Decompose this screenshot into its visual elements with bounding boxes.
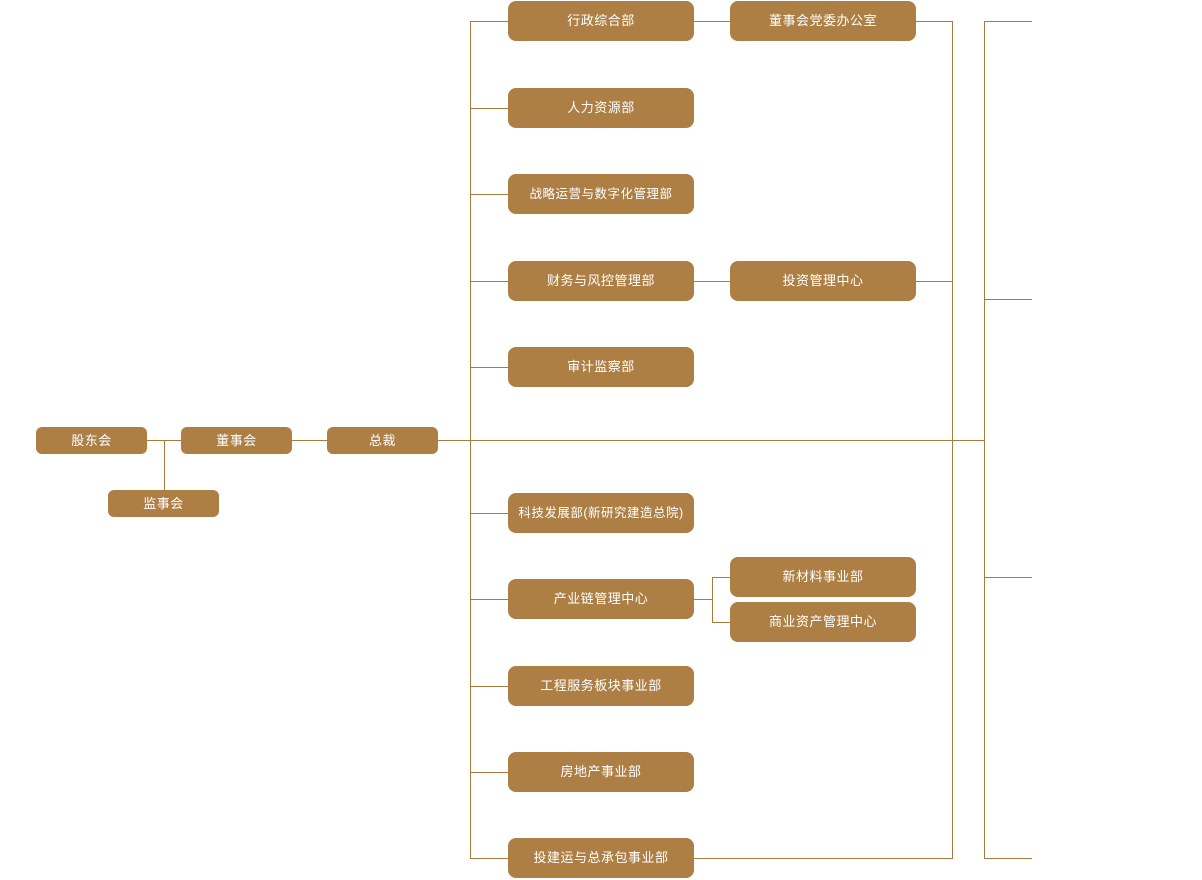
node-subunit-commercial-assets-label: 商业资产管理中心	[768, 614, 877, 630]
connector-stub-chain	[470, 599, 508, 600]
connector-outer-bracket-bottom	[984, 858, 1032, 859]
connector-stub-realestate	[470, 772, 508, 773]
node-department-audit-label: 审计监察部	[567, 359, 635, 375]
connector-outer-bracket-vertical	[984, 21, 985, 859]
node-board[interactable]: 董事会	[181, 427, 292, 454]
node-department-chain[interactable]: 产业链管理中心	[508, 579, 694, 619]
connector-admin-party-office	[694, 21, 730, 22]
connector-chain-bracket-vertical	[712, 577, 713, 623]
connector-inner-bracket-vertical	[952, 21, 953, 859]
connector-stub-hr	[470, 108, 508, 109]
node-department-realestate[interactable]: 房地产事业部	[508, 752, 694, 792]
node-department-audit[interactable]: 审计监察部	[508, 347, 694, 387]
connector-invest-center-inner-bracket	[916, 281, 952, 282]
node-department-hr-label: 人力资源部	[567, 100, 635, 116]
node-president-label: 总裁	[368, 432, 396, 448]
node-subunit-commercial-assets[interactable]: 商业资产管理中心	[730, 602, 916, 642]
connector-stub-engineering	[470, 686, 508, 687]
node-department-finance[interactable]: 财务与风控管理部	[508, 261, 694, 301]
node-department-engineering-label: 工程服务板块事业部	[540, 678, 662, 694]
node-department-hr[interactable]: 人力资源部	[508, 88, 694, 128]
connector-chain-commercial-assets	[712, 622, 730, 623]
node-supervisors-label: 监事会	[143, 495, 184, 511]
connector-president-trunk	[437, 440, 984, 441]
node-subunit-party-office-label: 董事会党委办公室	[768, 13, 877, 29]
connector-department-trunk	[470, 21, 471, 859]
connector-finance-invest-center	[694, 281, 730, 282]
node-department-strategy-label: 战略运营与数字化管理部	[529, 186, 673, 201]
connector-stub-admin	[470, 21, 508, 22]
node-department-admin-label: 行政综合部	[567, 13, 635, 29]
node-department-chain-label: 产业链管理中心	[553, 591, 649, 607]
connector-stub-investment	[470, 858, 508, 859]
connector-stub-audit	[470, 367, 508, 368]
connector-stub-finance	[470, 281, 508, 282]
node-department-strategy[interactable]: 战略运营与数字化管理部	[508, 174, 694, 214]
node-subunit-invest-center-label: 投资管理中心	[782, 273, 864, 289]
connector-outer-bracket-top	[984, 21, 1032, 22]
connector-outer-bracket-lower-mid	[984, 577, 1032, 578]
connector-investment-inner-bracket	[694, 858, 952, 859]
node-shareholders-label: 股东会	[71, 432, 112, 448]
node-department-finance-label: 财务与风控管理部	[546, 273, 655, 289]
node-department-engineering[interactable]: 工程服务板块事业部	[508, 666, 694, 706]
connector-stub-strategy	[470, 194, 508, 195]
node-department-investment-label: 投建运与总承包事业部	[533, 850, 669, 866]
connector-board-president	[291, 440, 327, 441]
node-board-label: 董事会	[216, 432, 257, 448]
connector-chain-new-materials	[712, 577, 730, 578]
node-department-realestate-label: 房地产事业部	[560, 764, 642, 780]
node-department-tech-label: 科技发展部(新研究建造总院)	[518, 505, 684, 520]
node-department-admin[interactable]: 行政综合部	[508, 1, 694, 41]
node-subunit-new-materials-label: 新材料事业部	[782, 569, 864, 585]
connector-outer-bracket-upper-mid	[984, 299, 1032, 300]
node-shareholders[interactable]: 股东会	[36, 427, 147, 454]
connector-party-office-inner-bracket	[916, 21, 952, 22]
node-department-tech[interactable]: 科技发展部(新研究建造总院)	[508, 493, 694, 533]
connector-supervisors-vertical	[164, 440, 165, 504]
node-supervisors[interactable]: 监事会	[108, 490, 219, 517]
connector-chain-bracket-stem	[694, 599, 712, 600]
node-president[interactable]: 总裁	[327, 427, 438, 454]
node-subunit-party-office[interactable]: 董事会党委办公室	[730, 1, 916, 41]
node-subunit-invest-center[interactable]: 投资管理中心	[730, 261, 916, 301]
node-subunit-new-materials[interactable]: 新材料事业部	[730, 557, 916, 597]
node-department-investment[interactable]: 投建运与总承包事业部	[508, 838, 694, 878]
connector-stub-tech	[470, 513, 508, 514]
